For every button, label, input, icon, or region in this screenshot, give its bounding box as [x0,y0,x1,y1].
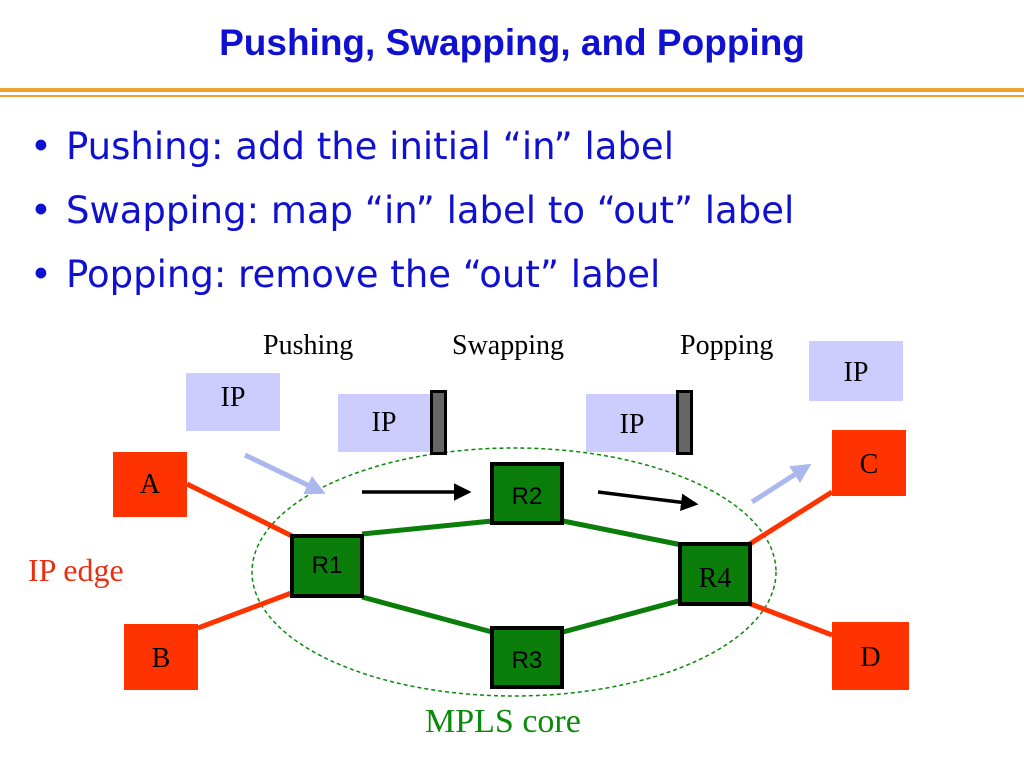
host-b: B [124,624,198,690]
router-r1: R1 [290,534,364,598]
edge-link-b-r1 [197,589,295,631]
bullet-text: Pushing: add the initial “in” label [66,125,674,168]
title-rule-thick [0,88,1024,92]
edge-link-r4-c [746,489,834,548]
flow-arrow-out [750,463,812,505]
packet-outgoing-ip: IP [809,341,903,401]
phase-label-popping: Popping [680,330,774,361]
mpls-label-swapped [676,390,693,455]
mpls-core-boundary [251,447,777,697]
bullet-text: Swapping: map “in” label to “out” label [66,189,795,232]
core-link-r3-r4 [562,597,683,635]
bullet-item-pushing: • Pushing: add the initial “in” label [30,118,794,182]
core-link-r1-r2 [361,518,493,537]
bullet-dot: • [30,125,52,168]
mpls-core-caption: MPLS core [425,703,581,740]
bullet-text: Popping: remove the “out” label [66,253,661,296]
core-link-r2-r4 [562,518,683,548]
core-link-r1-r3 [361,594,493,635]
edge-link-r4-d [747,600,833,638]
router-r4: R4 [678,542,752,606]
flow-arrow-in [243,452,326,495]
host-a: A [113,452,187,517]
title-rule-thin [0,95,1024,97]
host-c: C [832,430,906,496]
packet-swapped-ip: IP [586,394,678,452]
bullet-item-swapping: • Swapping: map “in” label to “out” label [30,182,794,246]
forward-arrow-2 [597,490,699,511]
ip-edge-caption: IP edge [28,552,124,588]
bullet-dot: • [30,253,52,296]
router-r2: R2 [490,462,564,525]
edge-link-a-r1 [185,481,296,540]
mpls-label-pushed [430,390,447,455]
phase-label-swapping: Swapping [452,330,564,361]
phase-label-pushing: Pushing [263,330,354,361]
bullet-item-popping: • Popping: remove the “out” label [30,246,794,310]
bullet-list: • Pushing: add the initial “in” label • Sw… [30,118,794,310]
packet-pushed-ip: IP [338,394,430,452]
bullet-dot: • [30,189,52,232]
host-d: D [832,622,909,690]
router-r3: R3 [490,626,564,689]
packet-incoming-ip: IP [186,373,280,431]
slide-title: Pushing, Swapping, and Popping [219,22,805,63]
